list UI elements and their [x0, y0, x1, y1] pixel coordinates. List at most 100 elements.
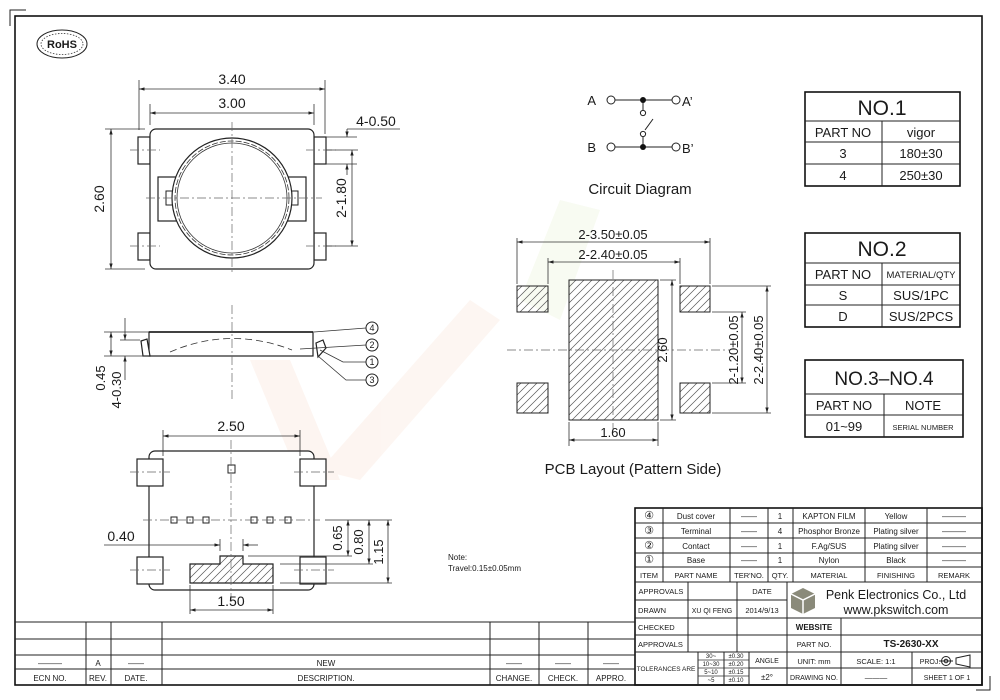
table3-header: NOTE [905, 398, 941, 413]
revision-cell: —— [128, 659, 144, 668]
revision-cell: NEW [317, 659, 336, 668]
dim-overall-width: 3.40 [218, 71, 245, 87]
dim-terminal-pitch: 2-1.80 [333, 178, 349, 218]
part-no-label: PART NO. [797, 640, 832, 649]
scale: SCALE: 1:1 [856, 657, 895, 666]
checked-label: CHECKED [638, 623, 675, 632]
revision-header: CHECK. [548, 674, 578, 683]
angle-label: ANGLE [755, 658, 779, 665]
revision-cell: ——— [38, 659, 62, 668]
pcb-dim-inner-span: 2-2.40±0.05 [578, 247, 647, 262]
table2-cell: SUS/2PCS [889, 309, 954, 324]
circuit-label-a: A [587, 93, 596, 108]
tolerances-label: TOLERANCES ARE [637, 666, 696, 673]
bom-cell: ——— [942, 512, 966, 521]
bom-cell: Yellow [885, 512, 908, 521]
sheet-number: SHEET 1 OF 1 [924, 675, 971, 682]
drawn-date: 2014/9/13 [745, 606, 778, 615]
bom-cell: —— [741, 527, 757, 536]
table1-header: PART NO [815, 125, 871, 140]
side-view [104, 305, 379, 400]
rohs-logo [36, 29, 88, 59]
bom-cell: Phosphor Bronze [798, 527, 860, 536]
tolerance-value: ±0.10 [729, 678, 745, 684]
table1-cell: 250±30 [899, 168, 942, 183]
tolerance-range: 10~30 [703, 662, 721, 668]
balloon-label: 3 [369, 375, 374, 385]
bom-cell: ——— [942, 527, 966, 536]
balloon-label: 1 [369, 357, 374, 367]
table1-header: vigor [907, 125, 936, 140]
balloon-4 [365, 321, 379, 335]
dim-gap: 0.40 [107, 528, 134, 544]
bom-header: MATERIAL [811, 571, 848, 580]
circuit-diagram [606, 95, 681, 152]
bom-cell: ——— [942, 542, 966, 551]
projection-symbol-icon [939, 654, 971, 668]
dim-height: 2.60 [91, 185, 107, 212]
bom-cell: ① [644, 554, 654, 566]
revision-header: DATE. [125, 674, 148, 683]
company-url: www.pkswitch.com [843, 603, 949, 617]
bom-header: ITEM [640, 571, 658, 580]
revision-cell: —— [555, 659, 571, 668]
unit: UNIT: mm [797, 657, 830, 666]
table1-cell: 3 [839, 146, 846, 161]
circuit-label-a2: A’ [682, 94, 693, 109]
tolerance-value: ±0.20 [729, 662, 745, 668]
revision-header: APPRO. [596, 674, 626, 683]
bom-header: QTY. [772, 571, 789, 580]
projection-label: PROJ. [920, 659, 941, 666]
bom-cell: 1 [778, 556, 783, 565]
bom-cell: KAPTON FILM [802, 512, 856, 521]
dim-h1: 0.65 [330, 525, 345, 550]
bom-cell: ——— [942, 556, 966, 565]
bom-cell: Plating silver [873, 542, 919, 551]
bom-cell: Dust cover [677, 512, 716, 521]
tolerance-range: 30~ [706, 654, 717, 660]
approvals-label: APPROVALS [638, 640, 683, 649]
bom-cell: 4 [778, 527, 783, 536]
table2-cell: SUS/1PC [893, 288, 949, 303]
bom-cell: 1 [778, 542, 783, 551]
table2-header: MATERIAL/QTY [887, 270, 957, 281]
dim-h2: 0.80 [351, 529, 366, 554]
tolerance-value: ±0.15 [729, 670, 745, 676]
bottom-view [104, 430, 392, 614]
pcb-dim-inner-pitch: 2-1.20±0.05 [726, 315, 741, 384]
table2-cell: D [838, 309, 847, 324]
revision-table-grid [15, 621, 635, 685]
dim-terminal-thickness: 4-0.30 [109, 372, 124, 409]
circuit-label-b: B [587, 140, 596, 155]
circuit-label-b2: B’ [682, 141, 694, 156]
bom-cell: ③ [644, 525, 654, 537]
dim-side-height: 0.45 [93, 365, 108, 390]
pcb-dim-outer-span: 2-3.50±0.05 [578, 227, 647, 242]
revision-cell: —— [603, 659, 619, 668]
rohs-logo-text: RoHS [47, 39, 77, 51]
balloon-3 [365, 373, 379, 387]
table2-header: PART NO [815, 267, 871, 282]
top-view [105, 80, 400, 274]
note-text: Travel:0.15±0.05mm [448, 564, 521, 573]
angle-tolerance: ±2° [761, 673, 773, 682]
company-logo-icon [790, 588, 816, 614]
revision-cell: —— [506, 659, 522, 668]
bom-cell: —— [741, 542, 757, 551]
pcb-dim-outer-pitch: 2-2.40±0.05 [751, 315, 766, 384]
drawing-no: ——— [865, 673, 888, 682]
dim-pad-span: 2.50 [217, 418, 244, 434]
table2-title: NO.2 [857, 238, 906, 261]
balloon-label: 2 [369, 340, 374, 350]
table3-title: NO.3–NO.4 [834, 369, 934, 390]
table3-cell: 01~99 [826, 419, 863, 434]
pcb-layout [507, 238, 771, 446]
bom-cell: F.Ag/SUS [812, 542, 847, 551]
bom-cell: Terminal [681, 527, 711, 536]
bom-header: PART NAME [675, 571, 718, 580]
revision-header: ECN NO. [33, 674, 66, 683]
bom-cell: Base [687, 556, 706, 565]
spec-table-grid [804, 91, 964, 438]
revision-header: DESCRIPTION. [298, 674, 355, 683]
